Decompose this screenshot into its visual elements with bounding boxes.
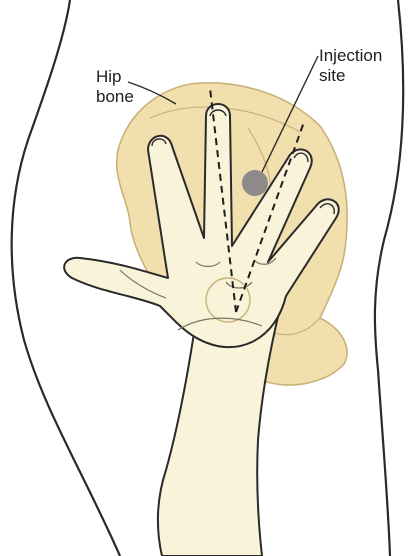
hip-bone-label: Hip bone xyxy=(96,67,134,107)
hip-bone-label-line-2: bone xyxy=(96,87,134,107)
hip-bone-label-line-1: Hip xyxy=(96,67,134,87)
injection-site-label-line-2: site xyxy=(319,66,382,86)
injection-site-label-line-1: Injection xyxy=(319,46,382,66)
injection-site-dot xyxy=(242,170,268,196)
injection-site-label: Injection site xyxy=(319,46,382,86)
